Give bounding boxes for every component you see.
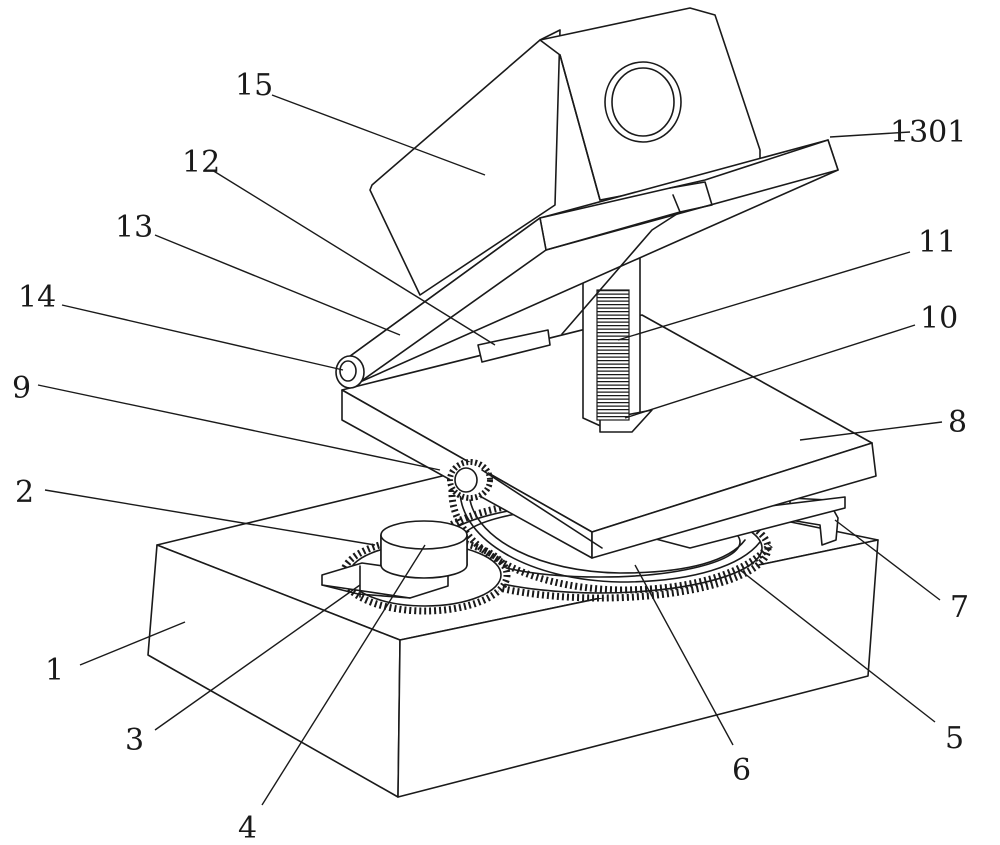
leader-14 <box>61 304 344 371</box>
leader-6 <box>634 564 734 746</box>
leader-15 <box>271 94 486 176</box>
label-9: 9 <box>12 371 31 406</box>
leader-12 <box>211 169 496 346</box>
label-1: 1 <box>45 653 64 688</box>
camera-box <box>369 7 761 296</box>
screw-thread <box>596 289 630 421</box>
label-4: 4 <box>238 811 257 845</box>
top-plate <box>341 139 839 383</box>
label-7: 7 <box>950 590 969 625</box>
label-1301: 1301 <box>890 115 966 150</box>
hinge-pin <box>447 459 603 549</box>
label-14: 14 <box>18 280 56 315</box>
knob <box>335 355 365 389</box>
leader-1301 <box>829 131 911 138</box>
leader-9 <box>37 384 441 471</box>
label-11: 11 <box>918 225 956 260</box>
label-5: 5 <box>945 721 964 756</box>
label-15: 15 <box>235 68 273 103</box>
screw-guide <box>582 257 653 433</box>
leader-10 <box>624 324 916 419</box>
label-3: 3 <box>125 723 144 758</box>
leader-8 <box>799 421 943 441</box>
leader-3 <box>154 584 361 731</box>
label-12: 12 <box>182 145 220 180</box>
leader-5 <box>739 569 936 723</box>
leader-2 <box>44 489 376 546</box>
leader-4 <box>261 544 426 806</box>
label-2: 2 <box>15 475 34 510</box>
motor-cylinder <box>380 520 468 579</box>
leader-7 <box>834 519 941 601</box>
part-labels: 15 1301 12 13 11 14 10 9 8 2 7 1 5 3 6 4 <box>12 68 969 845</box>
label-8: 8 <box>948 405 967 440</box>
leader-1 <box>79 621 186 666</box>
label-13: 13 <box>115 210 153 245</box>
leader-13 <box>154 234 401 336</box>
leader-11 <box>617 251 911 341</box>
label-6: 6 <box>732 753 751 788</box>
label-10: 10 <box>920 301 958 336</box>
leader-lines <box>37 94 943 806</box>
